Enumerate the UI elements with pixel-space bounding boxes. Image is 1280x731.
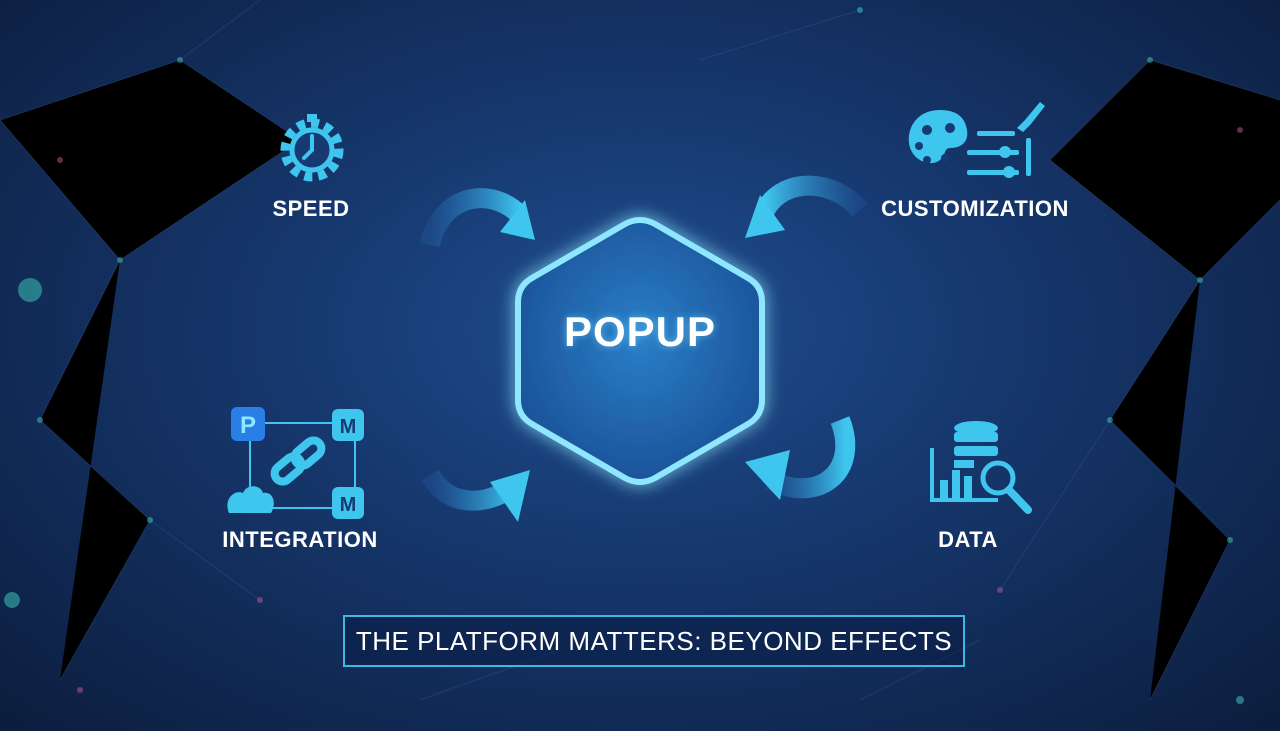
tagline-text: THE PLATFORM MATTERS: BEYOND EFFECTS [355,625,953,656]
palette-sliders-icon [908,102,1045,178]
feature-label-integration: INTEGRATION [222,527,378,552]
feature-label-customization: CUSTOMIZATION [881,196,1069,221]
svg-text:P: P [240,412,256,439]
svg-text:M: M [340,416,357,438]
arrow-from-integration [421,469,530,522]
svg-text:M: M [340,494,357,516]
arrow-from-data [745,416,856,500]
feature-label-data: DATA [938,527,998,552]
linked-apps-icon: P M M [227,407,364,519]
arrow-from-customization [745,175,868,238]
tagline-banner: THE PLATFORM MATTERS: BEYOND EFFECTS [343,615,965,667]
feature-label-speed: SPEED [272,196,350,221]
popup-hexagon [515,217,765,485]
center-label: POPUP [563,308,717,355]
database-magnifier-icon [930,421,1032,514]
stopwatch-gear-icon [280,114,344,182]
arrow-from-speed [420,188,535,248]
